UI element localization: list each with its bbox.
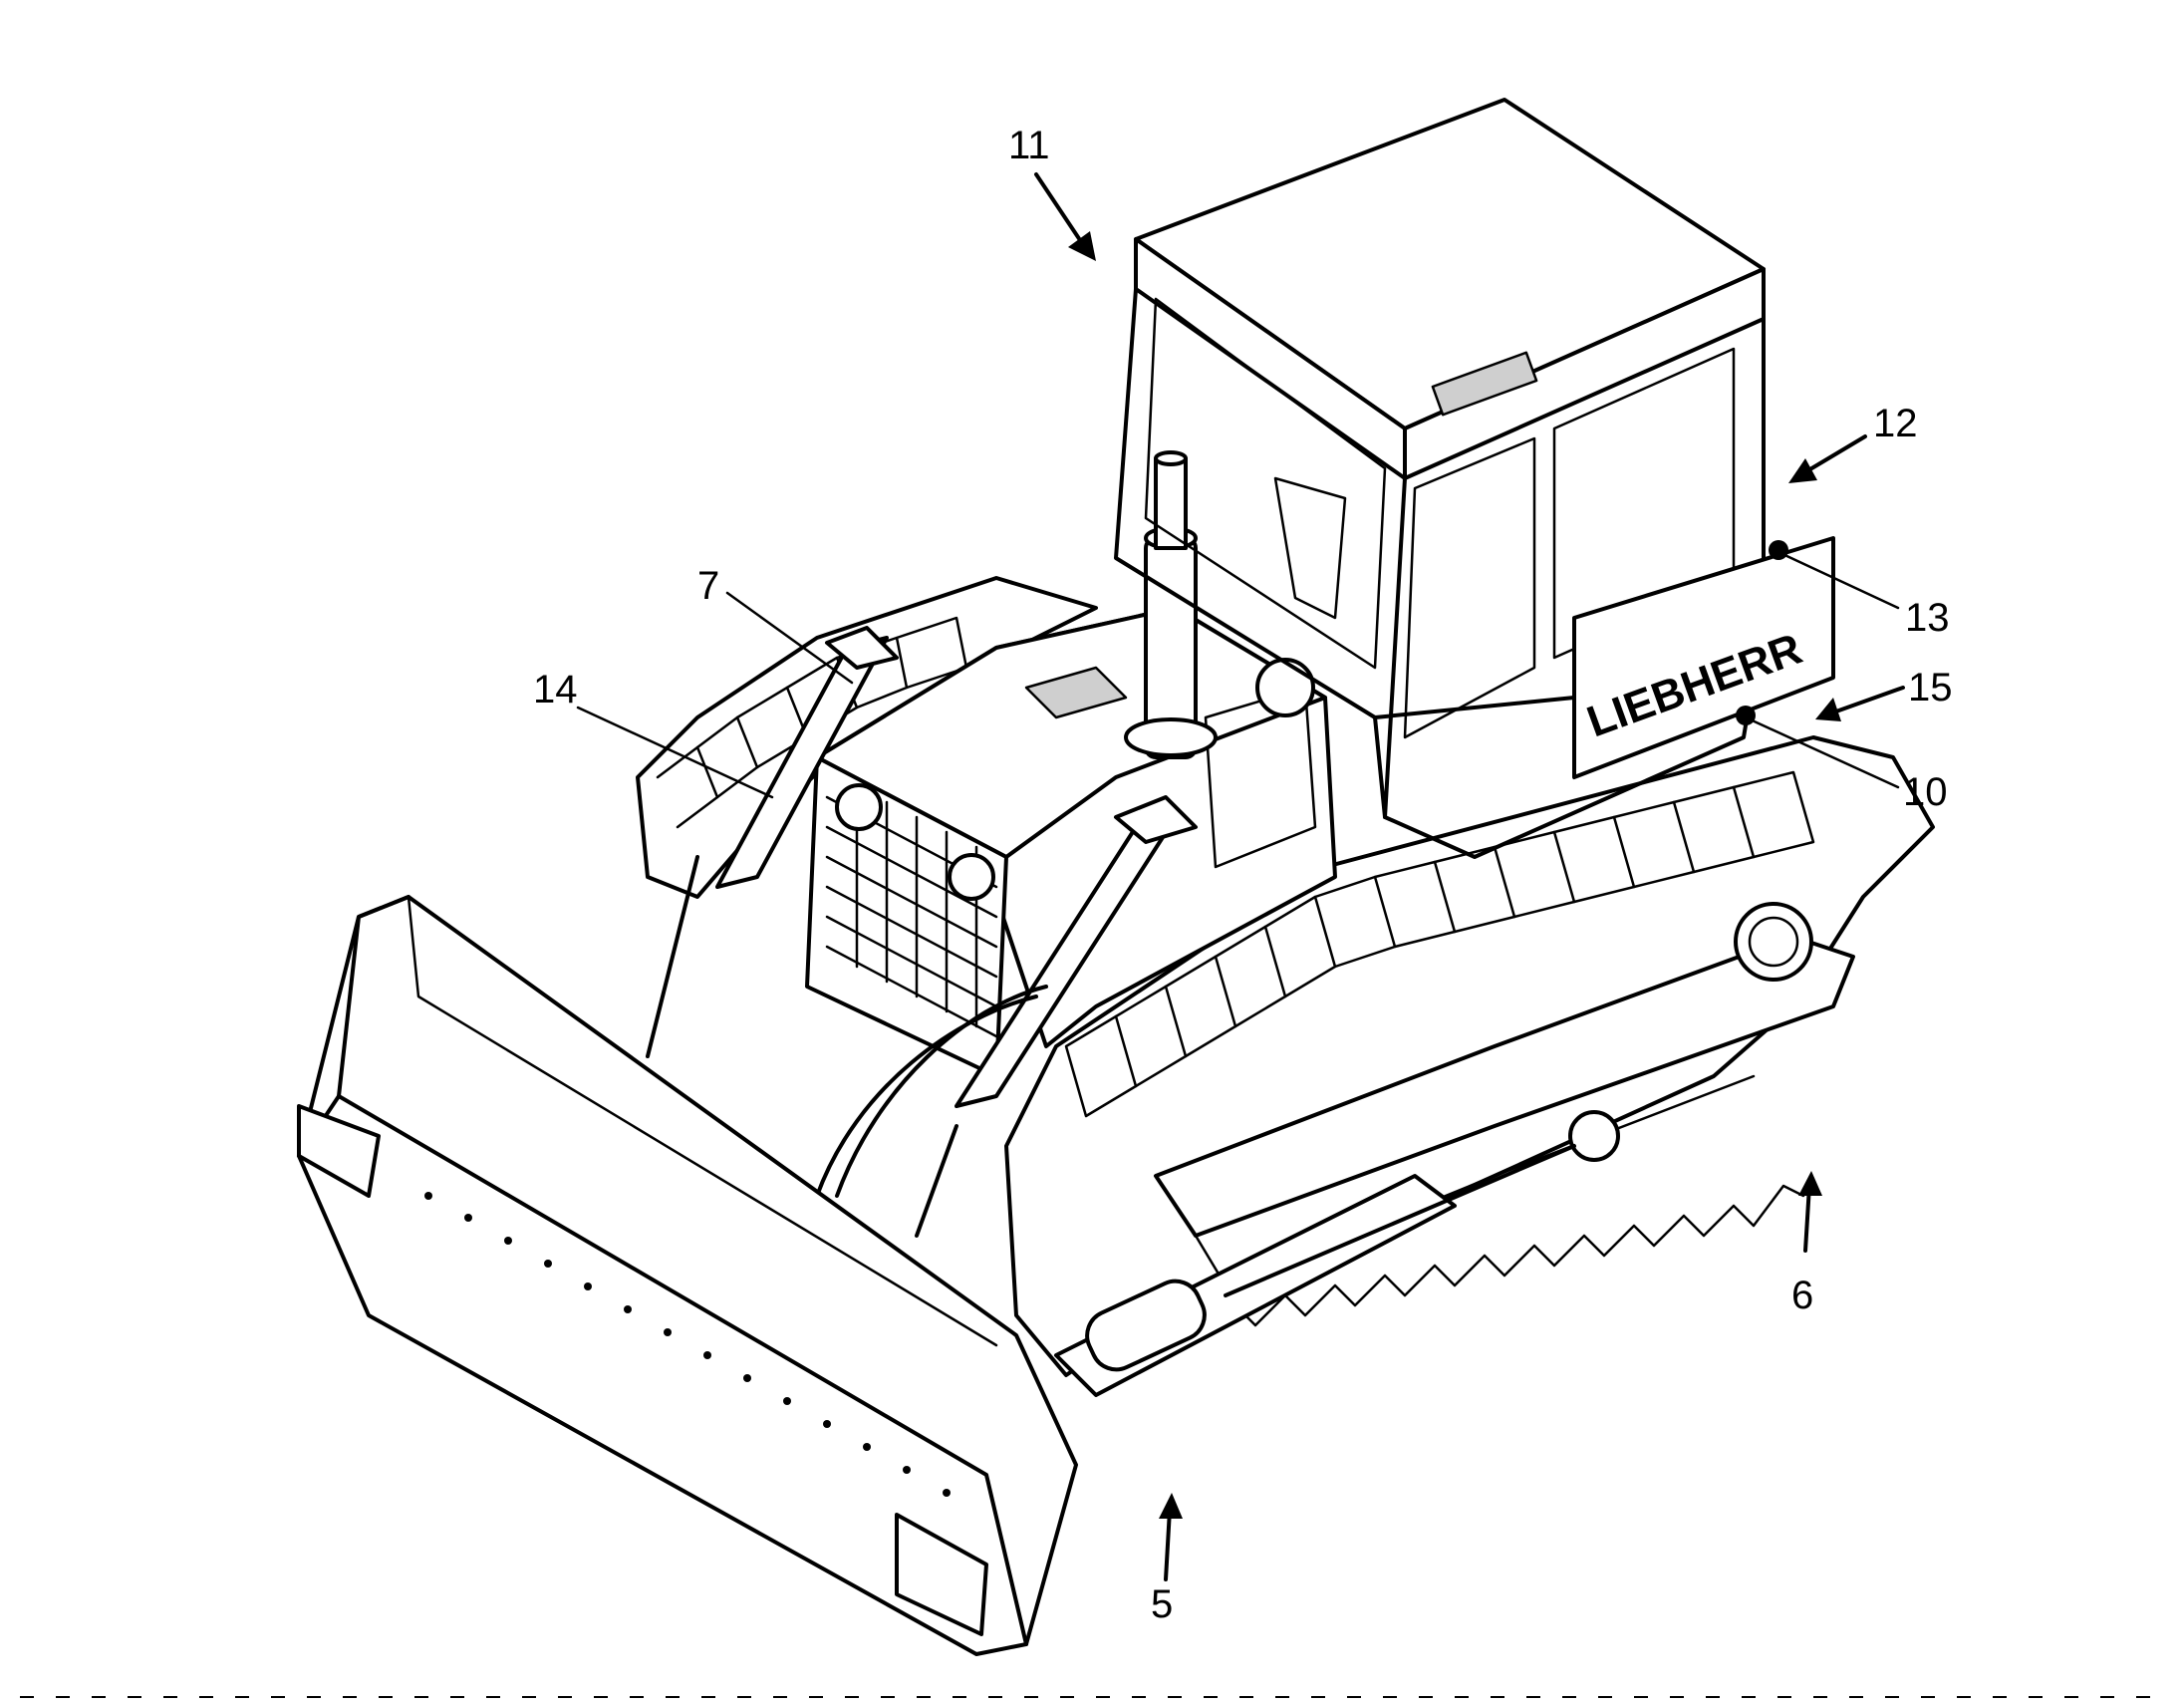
exhaust-stack [1124,450,1315,759]
callout-10: 10 [1903,770,1948,814]
callout-11: 11 [1008,124,1050,167]
callout-5: 5 [1151,1582,1174,1626]
callout-7: 7 [697,564,720,608]
callout-15: 15 [1908,666,1953,710]
engine-hood [805,606,1337,1078]
dozer-blade [297,895,1078,1656]
callout-14: 14 [533,668,578,711]
callout-6: 6 [1791,1274,1814,1317]
callout-12: 12 [1873,402,1918,445]
cutting-edge-bolts [424,1192,951,1497]
operator-cab: LIEBHERR [1114,98,1835,859]
lift-cylinders [646,626,1198,1238]
push-arm [1054,1110,1620,1397]
callout-leaders [576,172,1905,1581]
callout-13: 13 [1905,596,1950,640]
